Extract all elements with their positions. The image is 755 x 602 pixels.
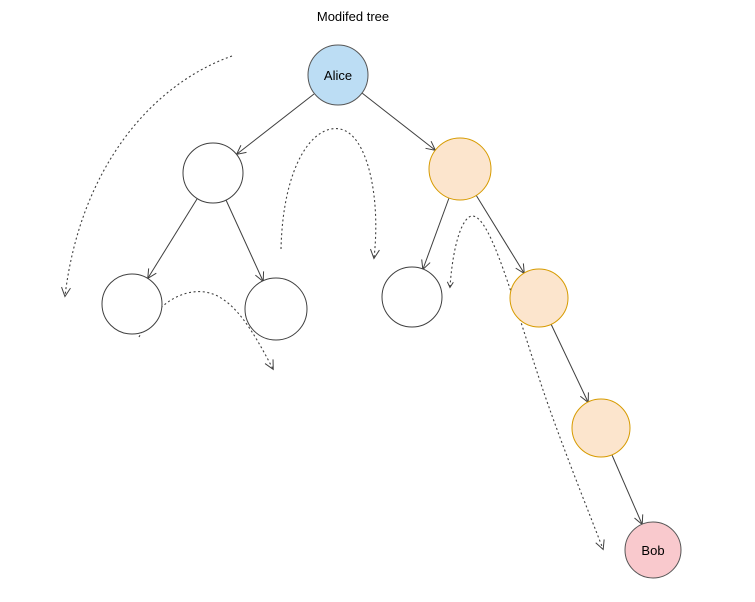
- tree-node-left-right-leaf: [244, 277, 308, 341]
- tree-node-left-child: [182, 142, 244, 204]
- traversal-arrow-center-arch: [280, 128, 380, 260]
- tree-node-right-right-1: [509, 268, 569, 328]
- tree-node-right-left-leaf: [381, 266, 443, 328]
- edge-left-to-left-left: [147, 198, 198, 280]
- node-label-bob: Bob: [641, 543, 664, 558]
- traversal-arrow-outer-left: [61, 55, 233, 298]
- traversal-arrow-right-long: [446, 215, 605, 551]
- diagram-title: Modifed tree: [317, 9, 389, 24]
- edge-alice-to-left-child: [235, 93, 315, 155]
- node-label-alice: Alice: [324, 68, 352, 83]
- tree-node-right-right-2: [571, 398, 631, 458]
- edge-right-right-1-to-2: [550, 323, 589, 404]
- edge-right-to-right-right-1: [475, 194, 525, 275]
- edge-left-to-left-right: [225, 199, 265, 283]
- edge-right-right-2-to-bob: [611, 454, 644, 526]
- edge-right-to-right-left: [421, 197, 450, 271]
- tree-node-alice: [307, 44, 369, 106]
- tree-node-right-child: [428, 137, 492, 201]
- edge-alice-to-right-child: [361, 92, 437, 151]
- tree-node-bob: [624, 521, 682, 579]
- tree-nodes: [101, 44, 682, 579]
- tree-node-left-left-leaf: [101, 273, 163, 335]
